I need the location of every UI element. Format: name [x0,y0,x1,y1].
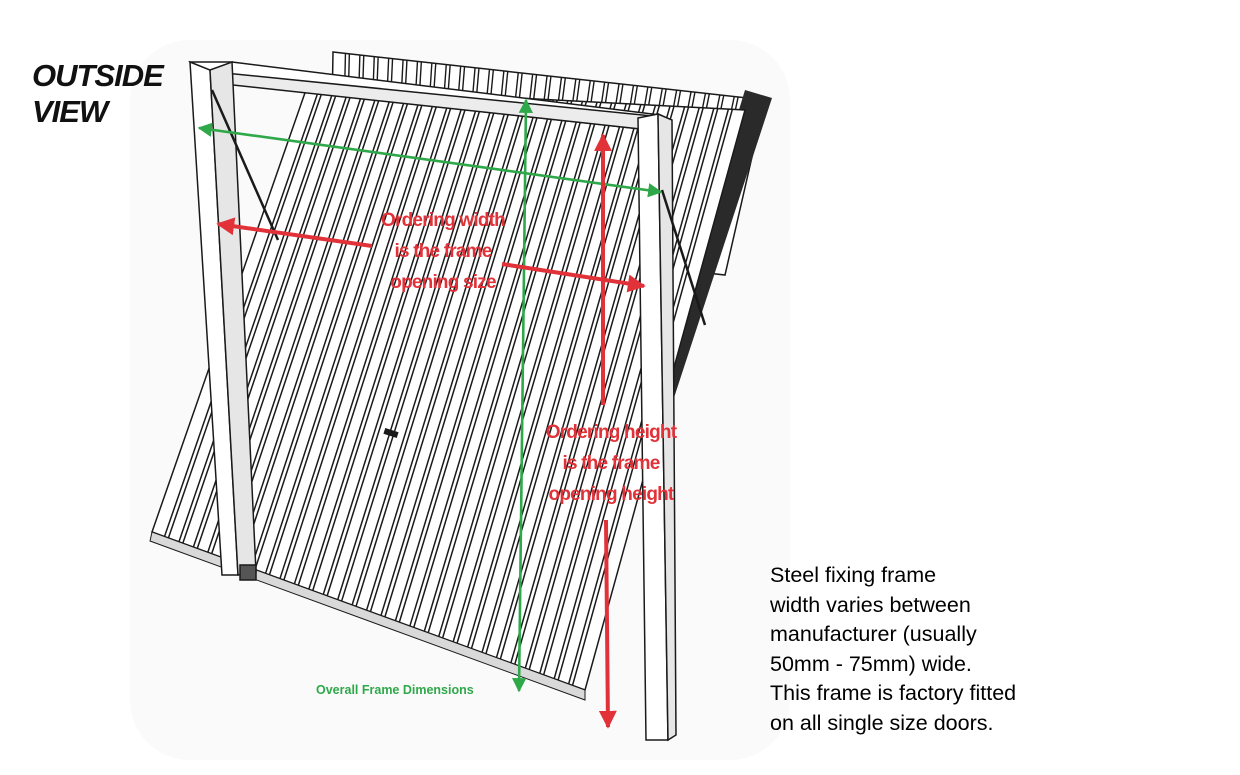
ordering-height-line-3: opening height [548,484,675,505]
frame-note-line-3: manufacturer (usually [770,622,977,646]
ordering-height-label: Ordering height is the frame opening hei… [525,417,697,510]
frame-note: Steel fixing frame width varies between … [770,561,1016,738]
ordering-width-line-1: Ordering width [381,210,506,231]
frame-note-line-4: 50mm - 75mm) wide. [770,651,972,676]
door-handle [383,427,399,439]
view-title-line-2: VIEW [32,94,108,129]
ordering-width-arrow-right [501,262,646,293]
frame-note-line-2: width varies between [770,592,971,617]
ordering-width-line-2: is the frame [394,241,492,262]
view-title-line-1: OUTSIDE [32,58,164,93]
ordering-dimension-arrows [216,133,646,729]
ordering-width-arrow-left [216,217,373,248]
overall-dimension-arrows [197,98,663,693]
frame-note-line-6: on all single size doors. [770,710,994,735]
frame-note-line-5: This frame is factory fitted [770,681,1017,705]
overall-width-arrow [197,122,663,198]
view-title: OUTSIDE VIEW [32,58,164,130]
frame-note-line-1: Steel fixing frame [770,563,937,587]
ordering-height-arrow-bottom [598,519,617,729]
ordering-height-line-2: is the frame [562,453,660,474]
overall-height-arrow [512,98,533,693]
ordering-height-line-1: Ordering height [545,422,677,443]
ordering-width-line-3: opening size [390,272,496,293]
ordering-width-label: Ordering width is the frame opening size [345,205,541,298]
overall-frame-caption: Overall Frame Dimensions [316,683,474,697]
